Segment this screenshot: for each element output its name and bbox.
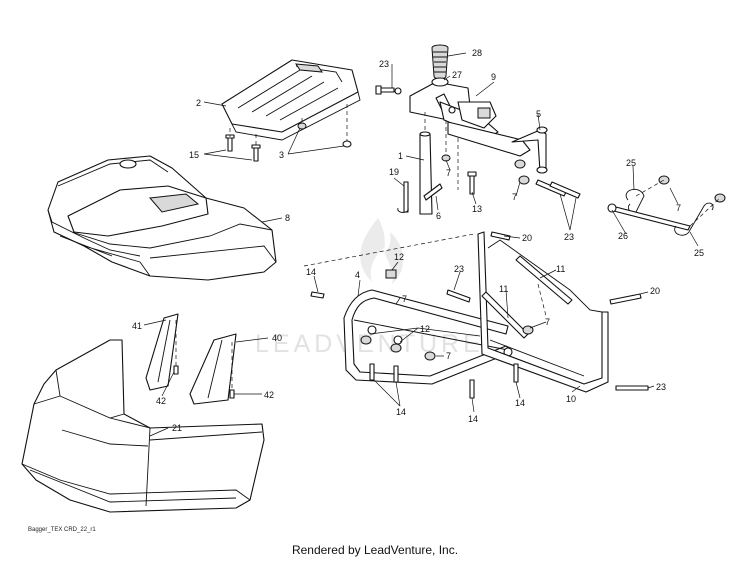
callout-11-right: 11	[556, 264, 565, 274]
callout-6: 6	[436, 211, 441, 221]
callout-21: 21	[172, 423, 182, 433]
upper-hood-panel	[221, 59, 361, 141]
callout-7-strap: 7	[545, 317, 550, 327]
watermark-logo	[360, 218, 404, 284]
bolt-23c	[549, 181, 581, 199]
bolt-20a	[490, 231, 511, 241]
callout-7-low: 7	[446, 351, 451, 361]
callout-7-right: 7	[512, 192, 517, 202]
callout-7-frame: 7	[402, 294, 407, 304]
nut-12b	[360, 335, 372, 345]
callout-7-arm: 7	[446, 168, 451, 178]
callout-28: 28	[472, 48, 482, 58]
nut-12c	[390, 343, 402, 353]
strap-11b	[481, 291, 529, 339]
callout-23-top: 23	[379, 59, 389, 69]
bolt-23d	[446, 289, 471, 303]
callout-13: 13	[472, 204, 482, 214]
callout-25-bottom: 25	[694, 248, 704, 258]
bolt-14d	[469, 379, 475, 399]
callout-25-top: 25	[626, 158, 636, 168]
callout-10: 10	[566, 394, 576, 404]
callout-12-top: 12	[394, 252, 404, 262]
callout-1: 1	[398, 151, 403, 161]
frame-rail-10	[477, 231, 609, 393]
callout-3: 3	[279, 150, 284, 160]
callout-27: 27	[452, 70, 462, 80]
callout-11-left: 11	[499, 284, 508, 294]
callout-23-frame: 23	[454, 264, 464, 274]
bolt-23a	[375, 85, 402, 95]
callout-8: 8	[285, 213, 290, 223]
nut-12a	[385, 269, 397, 279]
clevis-pin	[397, 181, 409, 213]
hood-cover	[47, 155, 277, 281]
nut-7a	[441, 154, 451, 162]
nut-7d	[658, 175, 670, 185]
nut-7b	[514, 159, 526, 169]
bolt-14a	[310, 291, 325, 299]
side-trim-left	[145, 313, 179, 391]
callout-20-top: 20	[522, 233, 532, 243]
lift-arm	[447, 121, 548, 174]
strap-11a	[515, 255, 573, 305]
bolt-23e	[615, 385, 649, 391]
drawing-code: Bagger_TEX CRD_22_r1	[28, 527, 96, 533]
mount-bracket	[409, 81, 499, 139]
screw-42b	[229, 389, 235, 399]
callout-14-right: 14	[515, 398, 525, 408]
callout-14-left: 14	[306, 267, 316, 277]
callout-42-left: 42	[156, 396, 166, 406]
callout-5: 5	[536, 109, 541, 119]
callout-7-hinge: 7	[676, 203, 681, 213]
callout-40: 40	[272, 333, 282, 343]
bolt-20b	[609, 293, 642, 305]
callout-42-right: 42	[264, 390, 274, 400]
callout-26: 26	[618, 231, 628, 241]
screw-42a	[173, 365, 179, 375]
callout-14-bottom: 14	[468, 414, 478, 424]
bolt-14b	[369, 363, 375, 381]
bolt-14e	[513, 363, 519, 383]
callout-20-right: 20	[650, 286, 660, 296]
bolt-15a	[225, 134, 235, 152]
bolt-14c	[393, 365, 399, 383]
callout-2: 2	[196, 98, 201, 108]
callout-41: 41	[132, 321, 142, 331]
support-post	[419, 131, 433, 215]
callout-9: 9	[491, 72, 496, 82]
callout-19: 19	[389, 167, 399, 177]
callout-12-mid: 12	[420, 324, 430, 334]
callout-14-center: 14	[396, 407, 406, 417]
hinge-pin-26	[607, 203, 691, 231]
bag-shroud	[21, 339, 265, 513]
render-credit: Rendered by LeadVenture, Inc.	[291, 543, 459, 557]
callout-23-arm: 23	[564, 232, 574, 242]
callout-15: 15	[189, 150, 199, 160]
nut-7f	[424, 351, 436, 361]
nut-3a	[297, 122, 307, 130]
nut-3b	[342, 140, 352, 148]
side-trim-right	[189, 333, 237, 405]
nut-7c	[518, 175, 530, 185]
callout-23-bottom: 23	[656, 382, 666, 392]
handle-grip	[431, 44, 449, 80]
hairpin-clip-25a	[625, 188, 645, 213]
bolt-15b	[251, 144, 261, 162]
bolt-13	[467, 171, 477, 195]
callout-4: 4	[355, 270, 360, 280]
bolt-6	[423, 183, 443, 201]
